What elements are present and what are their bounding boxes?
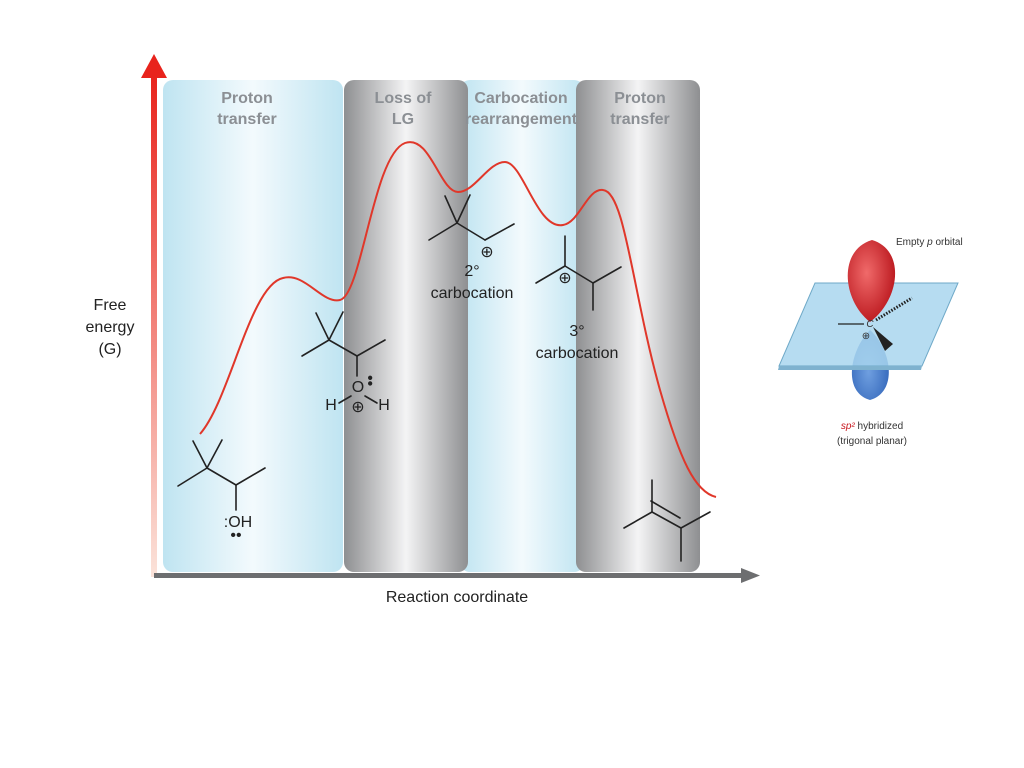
zone-title-proton-transfer-2-line1: Proton (614, 90, 666, 107)
orbital-top-label: Empty p orbital (896, 237, 963, 248)
secondary-carbocation-label-line1: 2° (464, 263, 479, 280)
zone-proton-transfer-2 (576, 80, 700, 572)
orbital-top-label-suffix: orbital (933, 237, 963, 248)
oxonium-structure: •• O H H ⊕ (301, 311, 390, 416)
secondary-carbocation-label-line2: carbocation (431, 285, 514, 302)
zone-title-proton-transfer-1-line2: transfer (217, 111, 277, 128)
y-axis-label-line1: Free (94, 297, 127, 314)
orbital-geometry-label: (trigonal planar) (837, 436, 907, 447)
y-axis-label-line2: energy (86, 319, 135, 336)
tertiary-carbocation-charge: ⊕ (558, 270, 571, 287)
tertiary-carbocation-label-line2: carbocation (536, 345, 619, 362)
zone-title-proton-transfer-2-line2: transfer (610, 111, 670, 128)
trigonal-plane-edge (778, 366, 922, 370)
x-axis (154, 568, 760, 583)
y-axis-line (151, 74, 157, 577)
orbital-hybrid-suffix: hybridized (855, 421, 903, 432)
orbital-top-label-italic: p (926, 237, 933, 248)
tertiary-carbocation-structure: ⊕ 3° carbocation (535, 235, 622, 362)
x-axis-label: Reaction coordinate (386, 589, 528, 606)
energy-curve (199, 141, 717, 498)
oxonium-lone-pair: •• (361, 375, 378, 386)
oxonium-h-left: H (325, 397, 337, 414)
zone-title-carbocation-rearrangement-line2: rearrangement (465, 111, 578, 128)
alcohol-structure: :OH •• (177, 439, 266, 544)
zone-titles: Proton transfer Loss of LG Carbocation r… (217, 90, 670, 128)
orbital-hybrid-label: sp² hybridized (841, 421, 903, 432)
plane-bond-wedge (873, 327, 893, 351)
oxonium-oxygen: O (352, 379, 364, 396)
plane-bond-hashed (875, 296, 913, 322)
alkene-structure (623, 479, 711, 562)
alcohol-lone-pair: •• (230, 527, 241, 544)
orbital-hybrid-prefix: sp² (841, 421, 856, 432)
secondary-carbocation-structure: ⊕ 2° carbocation (428, 194, 515, 302)
orbital-inset: Empty p orbital C ⊕ sp² hybridized (trig… (778, 237, 963, 447)
zone-title-carbocation-rearrangement-line1: Carbocation (474, 90, 567, 107)
x-axis-line (154, 573, 744, 578)
orbital-charge: ⊕ (862, 331, 870, 342)
zone-carbocation-rearrangement (460, 80, 584, 572)
y-axis (141, 54, 167, 577)
orbital-center-atom: C (866, 319, 874, 330)
zone-title-loss-of-lg-line2: LG (392, 111, 414, 128)
y-axis-arrowhead (141, 54, 167, 78)
zone-loss-of-lg (344, 80, 468, 572)
x-axis-arrowhead (741, 568, 760, 583)
oxonium-h-right: H (378, 397, 390, 414)
zone-title-proton-transfer-1-line1: Proton (221, 90, 273, 107)
y-axis-label-line3: (G) (98, 341, 121, 358)
zone-panels (163, 80, 700, 572)
secondary-carbocation-charge: ⊕ (480, 244, 493, 261)
orbital-top-label-prefix: Empty (896, 237, 927, 248)
alcohol-oh-label: :OH (224, 514, 252, 531)
zone-title-loss-of-lg-line1: Loss of (375, 90, 433, 107)
oxonium-charge: ⊕ (351, 399, 364, 416)
tertiary-carbocation-label-line1: 3° (569, 323, 584, 340)
orbital-top-lobe (847, 240, 896, 322)
zone-proton-transfer-1 (163, 80, 343, 572)
